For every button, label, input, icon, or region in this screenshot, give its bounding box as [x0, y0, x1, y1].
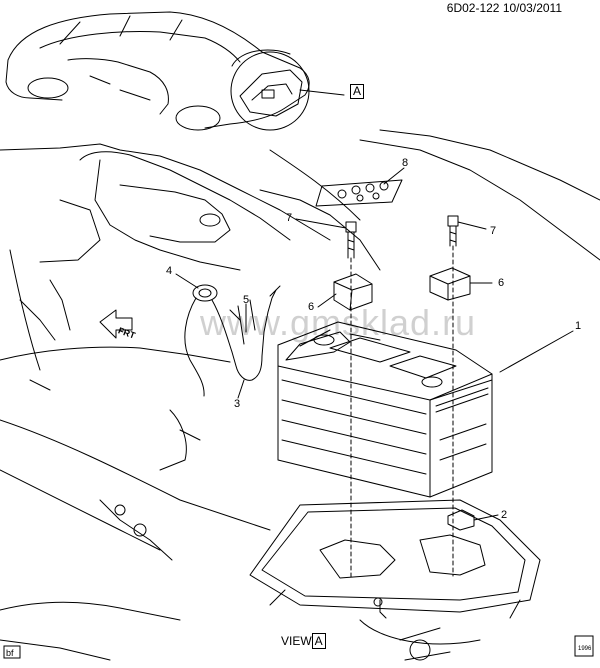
view-label-box: A [311, 633, 326, 649]
callout-8: 8 [402, 157, 409, 169]
callout-3: 3 [234, 398, 241, 410]
callout-5: 5 [243, 294, 250, 306]
trunk-detail-circle [230, 51, 310, 131]
watermark: www.gmsklad.ru [200, 302, 477, 343]
trunk-body-structure [0, 129, 600, 661]
car-overview-illustration [5, 11, 310, 131]
corner-tag: bf [6, 648, 14, 658]
battery-cable-assembly [184, 285, 281, 397]
callout-1: 1 [575, 320, 582, 332]
battery-tray [249, 499, 541, 661]
callout-7-right: 7 [490, 225, 497, 237]
callout-6-left: 6 [308, 301, 315, 313]
hold-down-block-right [429, 267, 471, 301]
header-date-text: 6D02-122 10/03/2011 [447, 2, 562, 15]
callout-6-right: 6 [498, 277, 505, 289]
warning-label-plate [315, 179, 403, 207]
callout-2: 2 [501, 509, 508, 521]
bolt-right [447, 215, 459, 247]
corner-stamp: 1996 [578, 646, 592, 652]
grommet [192, 284, 218, 302]
corner-tag-box [3, 645, 21, 659]
callout-4: 4 [166, 265, 173, 277]
diagram-code: 6D02-122 [446, 1, 500, 15]
view-reference-box: A [350, 84, 365, 99]
retainer-clip [447, 509, 475, 531]
alignment-lines [350, 245, 454, 581]
callout-7-left: 7 [286, 212, 293, 224]
battery-body [277, 321, 493, 498]
bolt-left [345, 221, 357, 259]
diagram-date: 10/03/2011 [502, 1, 562, 15]
view-label-text: VIEW [281, 634, 312, 648]
corner-stamp-box [574, 635, 594, 657]
front-direction-arrow [99, 309, 133, 339]
callout-leader-lines [175, 89, 574, 521]
